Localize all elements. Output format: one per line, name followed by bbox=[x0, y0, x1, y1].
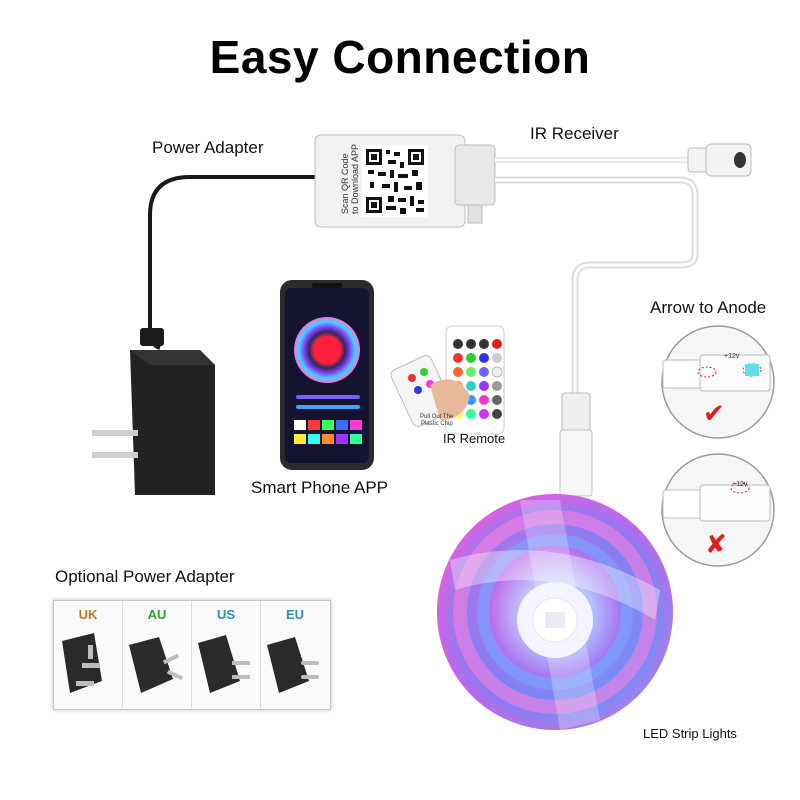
ir-receiver-label: IR Receiver bbox=[530, 124, 619, 143]
voltage-label-top: +12v bbox=[724, 353, 740, 360]
smart-phone-app-label: Smart Phone APP bbox=[251, 478, 389, 497]
anode-wrong-diagram: +12v ✘ bbox=[661, 453, 775, 567]
plug-option-uk: UK bbox=[54, 601, 123, 709]
correct-mark-icon: ✔ bbox=[703, 399, 725, 429]
qr-caption-line1: Scan QR Code bbox=[340, 153, 350, 214]
optional-power-adapter-label: Optional Power Adapter bbox=[55, 567, 235, 586]
plug-options-panel: UK AU US EU bbox=[53, 600, 331, 710]
plug-region-label: AU bbox=[147, 607, 167, 622]
smartphone-icon bbox=[280, 280, 374, 470]
ir-remote-label: IR Remote bbox=[443, 431, 506, 446]
plug-option-us: US bbox=[192, 601, 261, 709]
qr-caption-line2: to Download APP bbox=[350, 144, 360, 214]
uk-plug-icon bbox=[62, 633, 102, 693]
plug-region-label: EU bbox=[285, 607, 305, 622]
us-plug-icon bbox=[198, 635, 250, 693]
page-title: Easy Connection bbox=[209, 31, 591, 83]
plug-region-label: US bbox=[216, 607, 236, 622]
power-adapter-label: Power Adapter bbox=[152, 138, 264, 157]
eu-plug-icon bbox=[267, 637, 319, 693]
plug-option-au: AU bbox=[123, 601, 192, 709]
ir-receiver-icon bbox=[687, 143, 752, 177]
chip-note-line2: Plastic Chip bbox=[421, 421, 453, 427]
anode-correct-diagram: +12v ✔ bbox=[661, 325, 775, 439]
au-plug-icon bbox=[129, 637, 184, 693]
plug-option-eu: EU bbox=[261, 601, 329, 709]
ir-remote-icon: Pull Out The Plastic Chip bbox=[390, 325, 505, 435]
arrow-to-anode-label: Arrow to Anode bbox=[650, 298, 767, 317]
plug-region-label: UK bbox=[78, 607, 98, 622]
wrong-mark-icon: ✘ bbox=[705, 530, 727, 560]
led-strip-lights-label: LED Strip Lights bbox=[643, 726, 737, 741]
power-adapter-icon bbox=[92, 328, 215, 495]
led-strip-reel bbox=[437, 494, 673, 730]
qr-code bbox=[362, 145, 428, 217]
chip-note-line1: Pull Out The bbox=[420, 414, 454, 420]
strip-connector bbox=[559, 392, 593, 497]
controller-box: Scan QR Code to Download APP bbox=[314, 134, 496, 228]
voltage-label-bottom: +12v bbox=[732, 481, 748, 488]
